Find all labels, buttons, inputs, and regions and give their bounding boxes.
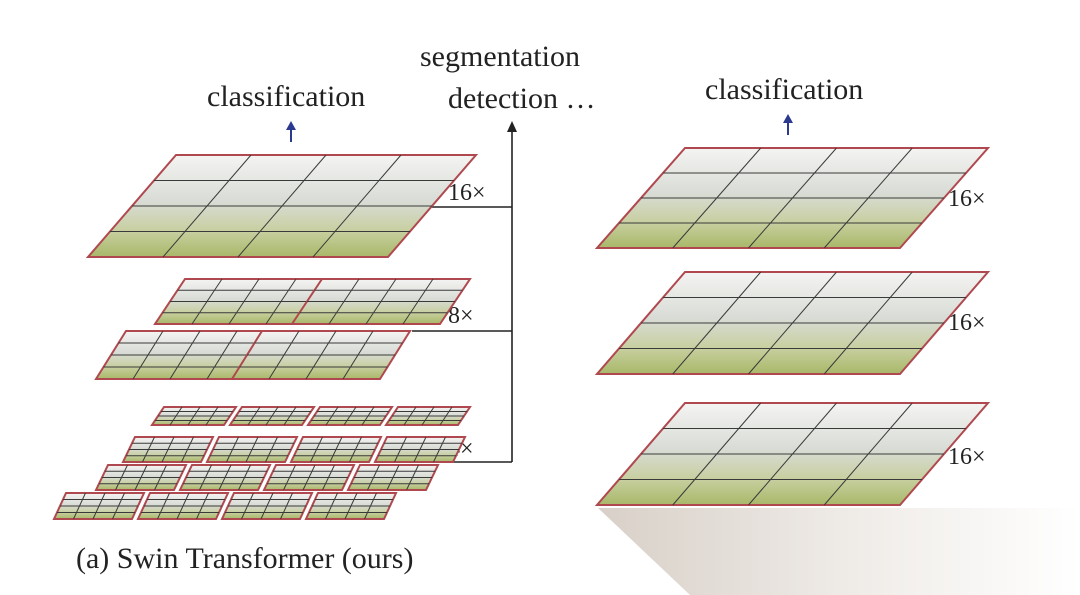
layer-16x-sheet	[85, 154, 479, 258]
layer-4x-sheet-0-3	[384, 406, 472, 426]
detection-label: detection …	[448, 82, 595, 115]
layer-4x-sheet-3-2	[220, 492, 314, 520]
right-layer-1-sheet	[594, 147, 991, 249]
layer-4x-sheet-1-3	[373, 436, 467, 463]
layer-4x-sheet-2-3	[346, 464, 440, 491]
layer-4x-sheet-1-2	[289, 436, 383, 463]
multiplier-16x-right-2: 16×	[948, 310, 986, 336]
layer-4x-sheet-0-2	[306, 406, 394, 426]
layer-8x-sheet-4	[230, 330, 412, 380]
right-layer-2-sheet	[594, 271, 991, 375]
layer-4x-sheet-2-0	[94, 464, 188, 491]
right-layer-3-sheet	[594, 402, 991, 506]
layer-4x-sheet-0-1	[228, 406, 316, 426]
multiplier-16x-right-1: 16×	[948, 186, 986, 212]
layer-4x-sheet-2-2	[262, 464, 356, 491]
layer-4x-sheet-3-1	[136, 492, 230, 520]
segmentation-label: segmentation	[420, 40, 580, 73]
left-classification-label: classification	[207, 80, 365, 113]
layer-4x-sheet-1-1	[205, 436, 299, 463]
layer-8x-sheet-2	[290, 278, 472, 325]
layer-4x-sheet-1-0	[121, 436, 215, 463]
left-patch-layers	[52, 154, 479, 520]
multiplier-16x-right-3: 16×	[948, 444, 986, 470]
layer-4x-sheet-2-1	[178, 464, 272, 491]
layer-4x-sheet-3-0	[52, 492, 146, 520]
figure-caption: (a) Swin Transformer (ours)	[76, 542, 413, 575]
bottom-fade-overlay	[598, 508, 1080, 595]
right-patch-layers	[594, 147, 991, 506]
left-arrow-up-icon	[286, 121, 296, 142]
layer-4x-sheet-3-3	[304, 492, 398, 520]
multiplier-16x-left: 16×	[448, 180, 486, 206]
right-classification-label: classification	[705, 73, 863, 106]
left-panel: classification segmentation detection … …	[52, 40, 595, 575]
right-panel: classification 16× 16× 16×	[594, 73, 1080, 595]
layer-4x-sheet-0-0	[150, 406, 238, 426]
right-arrow-up-icon	[783, 114, 793, 135]
